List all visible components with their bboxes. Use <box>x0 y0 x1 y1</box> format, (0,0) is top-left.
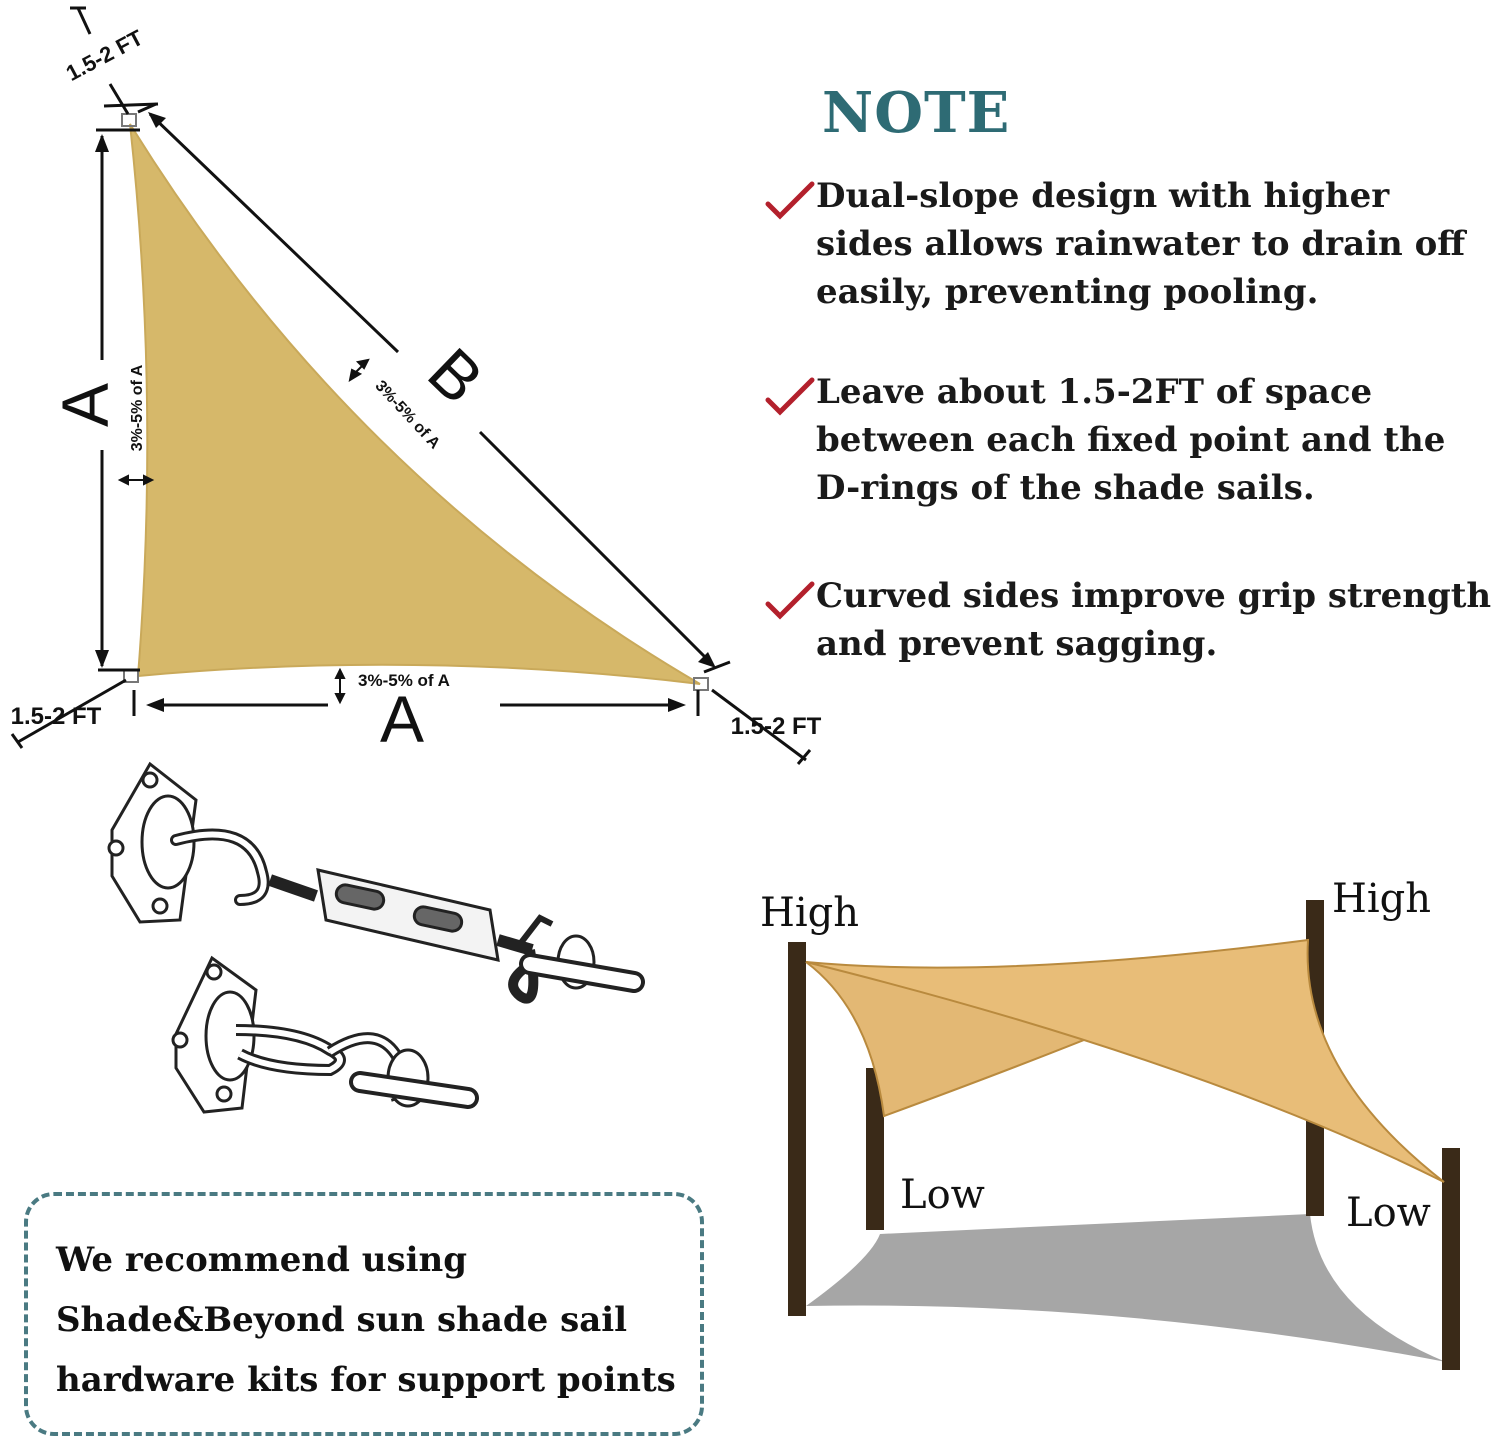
check-icon <box>765 181 815 220</box>
note-item-2: Leave about 1.5-2FT of space between eac… <box>764 368 1500 512</box>
label-high-left: High <box>760 890 860 936</box>
check-icon <box>765 581 815 620</box>
note-item-1-line-1: Dual-slope design with higher <box>816 176 1390 216</box>
note-item-3-line-1: Curved sides improve grip strength <box>816 576 1492 616</box>
gap-top-label: 1.5-2 FT <box>62 25 148 86</box>
note-title: NOTE <box>822 80 1011 146</box>
note-item-1-line-3: easily, preventing pooling. <box>816 272 1319 312</box>
note-item-3-line-2: and prevent sagging. <box>816 624 1218 664</box>
recommendation-box: We recommend using Shade&Beyond sun shad… <box>24 1192 704 1436</box>
gap-right-label: 1.5-2 FT <box>731 713 822 740</box>
note-item-2-line-1: Leave about 1.5-2FT of space <box>816 372 1373 412</box>
note-item-1-line-2: sides allows rainwater to drain off <box>816 224 1466 264</box>
post-low-left <box>866 1068 884 1230</box>
note-item-1: Dual-slope design with higher sides allo… <box>764 172 1500 316</box>
recommendation-line-3: hardware kits for support points <box>56 1360 676 1400</box>
recommendation-line-1: We recommend using <box>56 1240 467 1280</box>
gap-left-label: 1.5-2 FT <box>11 703 102 730</box>
note-item-3: Curved sides improve grip strength and p… <box>764 572 1500 668</box>
post-low-right <box>1442 1148 1460 1370</box>
dimension-arrowheads <box>95 112 716 712</box>
sag-bottom-label: 3%-5% of A <box>358 671 450 690</box>
label-low-right: Low <box>1346 1190 1431 1236</box>
note-item-2-line-2: between each fixed point and the <box>816 420 1446 460</box>
sag-left-label: 3%-5% of A <box>129 364 146 451</box>
check-icon <box>765 377 815 416</box>
label-high-right: High <box>1332 876 1432 922</box>
triangle-sail-shape <box>129 123 701 685</box>
install-scene <box>788 900 1460 1370</box>
pad-eye-turnbuckle-hook-icon <box>107 761 645 1004</box>
label-low-left: Low <box>900 1172 985 1218</box>
pad-eye-snap-hook-icon <box>171 955 479 1114</box>
ground-shadow <box>806 1214 1446 1362</box>
side-a-left-label: A <box>48 383 122 427</box>
side-b-label: B <box>414 334 497 418</box>
dimension-lines <box>10 6 812 765</box>
side-a-bottom-label: A <box>380 682 424 756</box>
sag-indicators <box>117 358 370 705</box>
recommendation-line-2: Shade&Beyond sun shade sail <box>56 1300 628 1340</box>
post-high-left <box>788 942 806 1316</box>
d-ring-bottom-right <box>693 677 709 691</box>
d-ring-top <box>121 113 137 127</box>
note-item-2-line-3: D-rings of the shade sails. <box>816 468 1315 508</box>
shade-sail-right <box>805 938 1445 1183</box>
